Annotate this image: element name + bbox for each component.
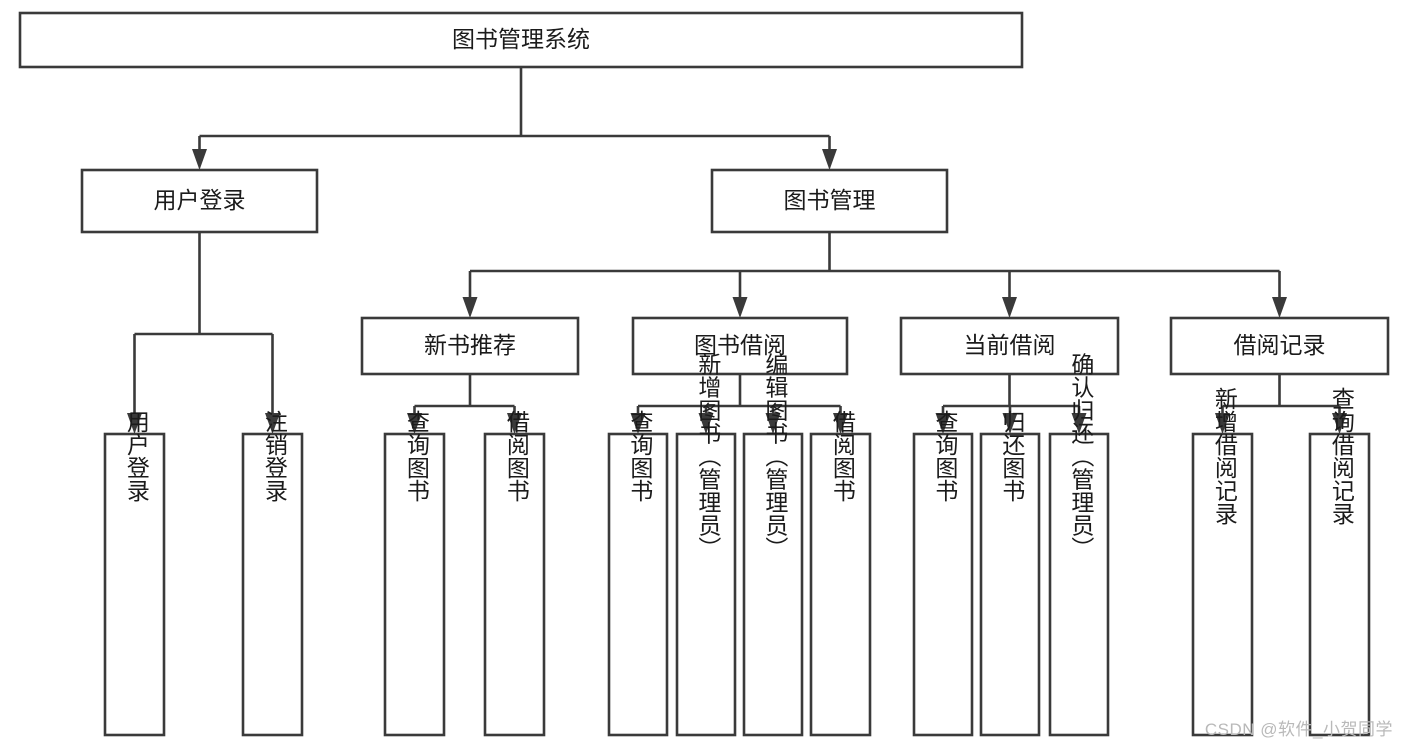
node-box-book-management[interactable] — [710, 168, 949, 234]
node-box-user-login[interactable] — [80, 168, 319, 234]
node-box-leaf-query-borrow-record[interactable] — [1308, 432, 1371, 737]
node-box-book-borrow[interactable] — [631, 316, 849, 376]
arrow-head-icon — [1002, 413, 1018, 434]
node-label-leaf-borrow-book: 借阅图书 — [829, 410, 856, 502]
arrow-head-icon — [935, 413, 951, 434]
node-label-leaf-query-borrow-record: 查询借阅记录 — [1328, 387, 1355, 525]
node-user-login[interactable]: 用户登录 — [80, 168, 319, 234]
arrow-head-icon — [127, 413, 142, 434]
node-label-borrow-record: 借阅记录 — [1234, 332, 1326, 358]
node-label-leaf-query-book-current: 查询图书 — [932, 410, 959, 502]
node-box-leaf-query-book-borrow[interactable] — [607, 432, 669, 737]
node-label-book-borrow: 图书借阅 — [694, 332, 786, 358]
node-box-leaf-edit-book-admin[interactable] — [742, 432, 804, 737]
arrow-head-icon — [630, 413, 646, 434]
node-box-leaf-query-book-current[interactable] — [912, 432, 974, 737]
node-current-borrow[interactable]: 当前借阅 — [899, 316, 1120, 376]
node-leaf-query-borrow-record[interactable]: 查询借阅记录 — [1308, 387, 1371, 737]
node-box-leaf-query-book-recommend[interactable] — [383, 432, 446, 737]
connector-group-user-login — [127, 232, 280, 434]
node-leaf-confirm-return-admin[interactable]: 确认归还（管理员） — [1048, 353, 1110, 737]
node-label-leaf-return-book: 归还图书 — [999, 410, 1026, 502]
node-label-leaf-user-login: 用户登录 — [123, 410, 150, 502]
node-label-user-login: 用户登录 — [154, 187, 246, 213]
connector-group-new-book-recommend — [407, 374, 522, 434]
node-box-leaf-add-borrow-record[interactable] — [1191, 432, 1254, 737]
arrow-head-icon — [1002, 297, 1017, 318]
node-book-borrow[interactable]: 图书借阅 — [631, 316, 849, 376]
arrow-head-icon — [732, 297, 748, 318]
node-label-current-borrow: 当前借阅 — [964, 332, 1056, 358]
node-label-leaf-add-book-admin: 新增图书（管理员） — [695, 353, 722, 560]
node-box-new-book-recommend[interactable] — [360, 316, 580, 376]
node-label-new-book-recommend: 新书推荐 — [424, 332, 516, 358]
node-root[interactable]: 图书管理系统 — [18, 11, 1024, 69]
arrow-head-icon — [507, 413, 522, 434]
arrow-head-icon — [462, 297, 478, 318]
connector-group-book-borrow — [630, 374, 848, 434]
connector-group-root — [192, 67, 837, 170]
node-label-leaf-add-borrow-record: 新增借阅记录 — [1211, 387, 1238, 525]
node-label-leaf-query-book-recommend: 查询图书 — [403, 410, 430, 502]
node-box-root[interactable] — [18, 11, 1024, 69]
node-new-book-recommend[interactable]: 新书推荐 — [360, 316, 580, 376]
arrow-head-icon — [765, 413, 781, 434]
node-leaf-add-book-admin[interactable]: 新增图书（管理员） — [675, 353, 737, 737]
node-box-leaf-return-book[interactable] — [979, 432, 1041, 737]
node-leaf-query-book-borrow[interactable]: 查询图书 — [607, 410, 669, 737]
node-box-leaf-borrow-book-recommend[interactable] — [483, 432, 546, 737]
connector-group-book-management — [462, 232, 1287, 318]
node-box-leaf-logout[interactable] — [241, 432, 304, 737]
node-leaf-query-book-current[interactable]: 查询图书 — [912, 410, 974, 737]
node-leaf-query-book-recommend[interactable]: 查询图书 — [383, 410, 446, 737]
arrow-head-icon — [407, 413, 422, 434]
node-label-leaf-edit-book-admin: 编辑图书（管理员） — [762, 353, 789, 560]
arrow-head-icon — [698, 413, 714, 434]
node-box-current-borrow[interactable] — [899, 316, 1120, 376]
arrow-head-icon — [192, 149, 207, 170]
node-box-borrow-record[interactable] — [1169, 316, 1390, 376]
node-leaf-user-login[interactable]: 用户登录 — [103, 410, 166, 737]
node-leaf-logout[interactable]: 注销登录 — [241, 410, 304, 737]
node-book-management[interactable]: 图书管理 — [710, 168, 949, 234]
watermark-label: CSDN @软件_小贺同学 — [1204, 720, 1393, 739]
node-borrow-record[interactable]: 借阅记录 — [1169, 316, 1390, 376]
node-leaf-borrow-book-recommend[interactable]: 借阅图书 — [483, 410, 546, 737]
arrow-head-icon — [1071, 413, 1087, 434]
connector-group-borrow-record — [1215, 374, 1347, 434]
node-label-leaf-borrow-book-recommend: 借阅图书 — [503, 410, 530, 502]
connector-group-current-borrow — [935, 374, 1087, 434]
node-label-leaf-query-book-borrow: 查询图书 — [627, 410, 654, 502]
node-label-root: 图书管理系统 — [452, 26, 590, 52]
arrow-head-icon — [1332, 413, 1347, 434]
arrow-head-icon — [265, 413, 280, 434]
node-label-leaf-logout: 注销登录 — [261, 410, 288, 502]
node-leaf-edit-book-admin[interactable]: 编辑图书（管理员） — [742, 353, 804, 737]
arrow-head-icon — [822, 149, 837, 170]
arrow-head-icon — [833, 413, 848, 434]
node-box-leaf-confirm-return-admin[interactable] — [1048, 432, 1110, 737]
node-box-leaf-user-login[interactable] — [103, 432, 166, 737]
node-box-leaf-borrow-book[interactable] — [809, 432, 872, 737]
arrow-head-icon — [1272, 297, 1287, 318]
node-label-leaf-confirm-return-admin: 确认归还（管理员） — [1068, 353, 1095, 560]
node-box-leaf-add-book-admin[interactable] — [675, 432, 737, 737]
node-leaf-return-book[interactable]: 归还图书 — [979, 410, 1041, 737]
node-leaf-add-borrow-record[interactable]: 新增借阅记录 — [1191, 387, 1254, 737]
node-leaf-borrow-book[interactable]: 借阅图书 — [809, 410, 872, 737]
node-label-book-management: 图书管理 — [784, 187, 876, 213]
arrow-head-icon — [1215, 413, 1230, 434]
